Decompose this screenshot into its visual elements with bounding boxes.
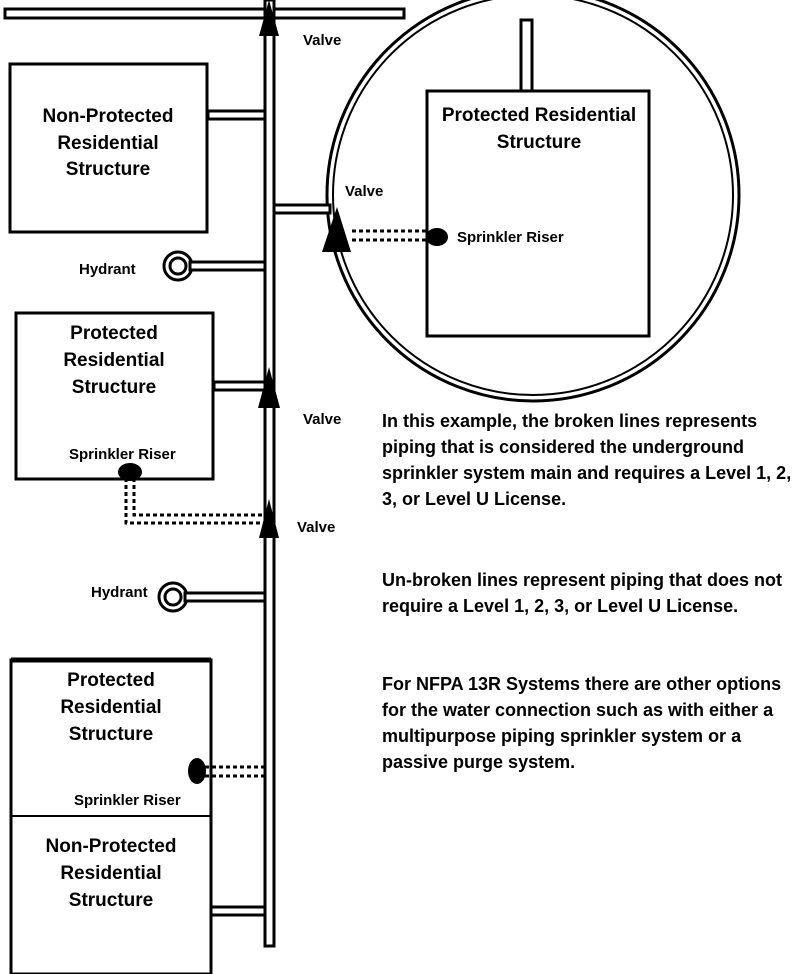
detail-magnifier-inner bbox=[332, 0, 734, 396]
protected-structure-bottom-line2: Residential bbox=[60, 697, 161, 718]
note-nfpa-13r: For NFPA 13R Systems there are other opt… bbox=[382, 674, 782, 772]
protected-structure-middle bbox=[14, 311, 215, 481]
sprinkler-riser-middle-label: Sprinkler Riser bbox=[69, 446, 176, 463]
protected-structure-middle-line2: Residential bbox=[63, 350, 164, 371]
street-main-pipe bbox=[3, 7, 406, 20]
note-broken-lines: In this example, the broken lines repres… bbox=[382, 411, 792, 509]
service-line-pipe bbox=[263, 0, 276, 948]
detail-valve-icon bbox=[322, 207, 351, 252]
detail-service-pipe bbox=[272, 203, 332, 215]
sprinkler-riser-bottom-label: Sprinkler Riser bbox=[74, 792, 181, 809]
non-protected-structure-bottom-line1: Non-Protected bbox=[46, 836, 177, 857]
detail-top-pipe bbox=[519, 18, 534, 94]
non-protected-structure-top-line3: Structure bbox=[66, 159, 150, 180]
protected-structure-middle-line3: Structure bbox=[72, 377, 156, 398]
hydrant-lower-label: Hydrant bbox=[91, 584, 148, 601]
pipe-to-hydrant-lower bbox=[183, 591, 267, 603]
pipe-to-hydrant-top bbox=[188, 260, 267, 272]
non-protected-structure-top-line2: Residential bbox=[57, 133, 158, 154]
hydrant-top-label: Hydrant bbox=[79, 261, 136, 278]
detail-sprinkler-riser-icon bbox=[426, 228, 448, 246]
detail-structure-line2: Structure bbox=[497, 132, 581, 153]
detail-structure-line1: Protected Residential bbox=[442, 105, 636, 126]
detail-valve-label: Valve bbox=[345, 183, 383, 200]
valve-lower-icon bbox=[259, 499, 279, 538]
note-unbroken-lines: Un-broken lines represent piping that do… bbox=[382, 570, 783, 616]
non-protected-structure-top bbox=[8, 62, 209, 234]
valve-lower-label: Valve bbox=[297, 519, 335, 536]
hydrant-lower-inner bbox=[163, 587, 183, 607]
underground-main-bottom bbox=[205, 765, 265, 778]
protected-structure-middle-line1: Protected bbox=[70, 323, 158, 344]
pipe-to-non-protected-bottom bbox=[209, 905, 267, 917]
non-protected-structure-bottom-line3: Structure bbox=[69, 890, 153, 911]
detail-protected-structure bbox=[425, 89, 651, 338]
non-protected-structure-bottom-line2: Residential bbox=[60, 863, 161, 884]
sprinkler-riser-middle-icon bbox=[118, 463, 142, 481]
pipe-to-protected-middle bbox=[212, 380, 267, 392]
valve-top-icon bbox=[259, 0, 279, 36]
valve-middle-label: Valve bbox=[303, 411, 341, 428]
detail-underground-main bbox=[352, 229, 428, 242]
pipe-to-non-protected-top bbox=[206, 109, 267, 121]
sprinkler-riser-bottom-icon bbox=[188, 758, 206, 784]
non-protected-structure-top-line1: Non-Protected bbox=[43, 106, 174, 127]
valve-top-label: Valve bbox=[303, 32, 341, 49]
hydrant-top-inner bbox=[168, 256, 188, 276]
underground-main-middle bbox=[124, 478, 265, 525]
valve-middle-icon bbox=[258, 367, 280, 408]
protected-structure-bottom-line1: Protected bbox=[67, 670, 155, 691]
detail-sprinkler-riser-label: Sprinkler Riser bbox=[457, 229, 564, 246]
protected-structure-bottom-line3: Structure bbox=[69, 724, 153, 745]
